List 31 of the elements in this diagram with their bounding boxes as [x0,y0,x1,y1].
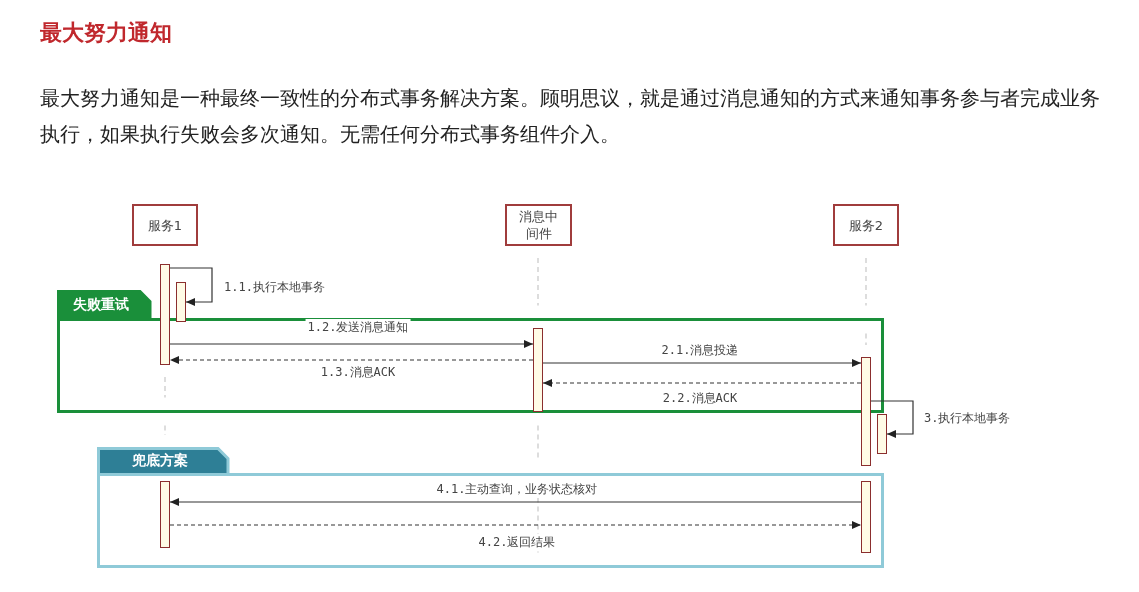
message-arrow [169,267,213,306]
frame-tab [97,447,231,476]
activation-bar [861,481,871,553]
message-arrow [169,498,862,506]
edge-label: 4.2.返回结果 [476,534,558,551]
participant-box: 消息中间件 [505,204,572,246]
message-arrow [542,379,862,387]
message-arrow [169,340,534,348]
edge-label: 1.2.发送消息通知 [305,319,411,336]
activation-bar [877,414,887,454]
edge-label: 2.1.消息投递 [659,342,741,359]
participant-box: 服务1 [132,204,198,246]
intro-paragraph: 最大努力通知是一种最终一致性的分布式事务解决方案。顾明思议，就是通过消息通知的方式来通知事务参与者完成业务执行，如果执行失败会多次通知。无需任何分布式事务组件介入。 [40,85,1101,148]
activation-bar [533,328,543,412]
activation-bar [176,282,186,322]
frame-title: 失败重试 [71,295,130,314]
edge-label: 1.1.执行本地事务 [222,279,327,296]
activation-bar [160,264,170,365]
message-arrow [542,359,862,367]
participant-box: 服务2 [833,204,899,246]
activation-bar [160,481,170,548]
message-arrow [169,356,534,364]
edge-label: 4.1.主动查询，业务状态核对 [434,481,600,498]
page-title: 最大努力通知 [40,19,172,47]
frame-tab [57,290,153,321]
frame-title: 兜底方案 [130,451,189,470]
activation-bar [861,357,871,466]
message-arrow [870,400,914,438]
message-arrow [169,521,862,529]
edge-label: 3.执行本地事务 [922,410,1013,427]
edge-label: 2.2.消息ACK [660,390,740,407]
